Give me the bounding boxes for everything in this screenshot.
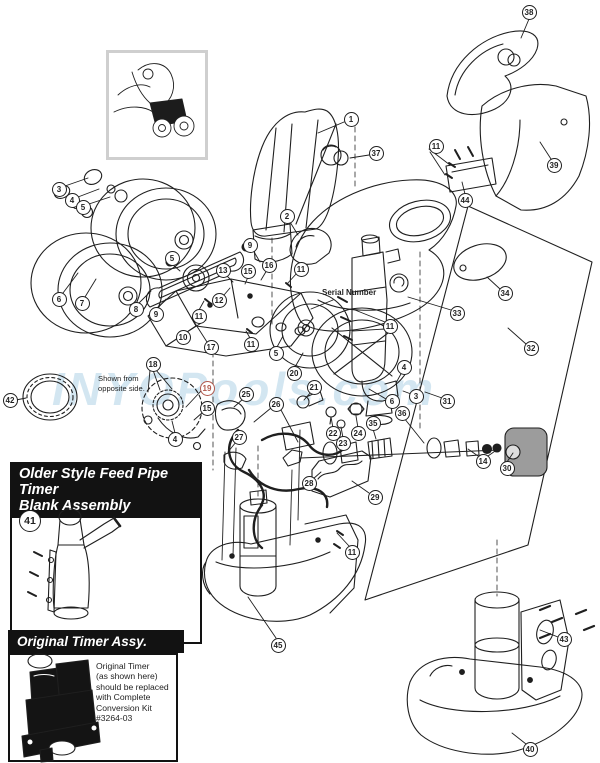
callout-5[interactable]: 5: [75, 199, 91, 215]
callout-3[interactable]: 3: [51, 181, 67, 197]
callout-32[interactable]: 32: [523, 340, 539, 356]
callout-14[interactable]: 14: [475, 453, 491, 469]
callout-35[interactable]: 35: [365, 415, 381, 431]
note-line: Original Timer: [96, 660, 150, 671]
callout-11[interactable]: 11: [382, 318, 398, 334]
shown-from-note: Shown from opposite side.: [98, 374, 145, 395]
callout-24[interactable]: 24: [350, 425, 366, 441]
older-style-title-line1: Older Style Feed Pipe Timer: [19, 466, 169, 498]
shown-from-line1: Shown from: [98, 374, 139, 383]
callout-6[interactable]: 6: [51, 291, 67, 307]
callout-19[interactable]: 19: [199, 380, 215, 396]
callout-30[interactable]: 30: [499, 460, 515, 476]
callout-15[interactable]: 15: [240, 263, 256, 279]
callout-11[interactable]: 11: [293, 261, 309, 277]
original-timer-box-body: Original Timer (as shown here) should be…: [8, 652, 178, 762]
callout-5[interactable]: 5: [164, 250, 180, 266]
callout-18[interactable]: 18: [145, 356, 161, 372]
callout-29[interactable]: 29: [367, 489, 383, 505]
callout-7[interactable]: 7: [74, 295, 90, 311]
callout-13[interactable]: 13: [215, 262, 231, 278]
callout-9[interactable]: 9: [148, 306, 164, 322]
original-timer-box-header: Original Timer Assy.: [8, 630, 184, 653]
callout-1[interactable]: 1: [343, 111, 359, 127]
callout-3[interactable]: 3: [408, 388, 424, 404]
older-style-title-line2: Blank Assembly: [19, 497, 131, 514]
callout-4[interactable]: 4: [396, 359, 412, 375]
callout-4[interactable]: 4: [167, 431, 183, 447]
callout-6[interactable]: 6: [384, 393, 400, 409]
callout-23[interactable]: 23: [335, 435, 351, 451]
note-line: (as shown here): [96, 671, 158, 682]
original-timer-note: Original Timer (as shown here) should be…: [96, 661, 169, 724]
callout-28[interactable]: 28: [301, 475, 317, 491]
callout-41[interactable]: 41: [19, 510, 41, 532]
callout-34[interactable]: 34: [497, 285, 513, 301]
callout-40[interactable]: 40: [522, 741, 538, 757]
shown-from-line2: opposite side.: [98, 384, 145, 394]
callout-39[interactable]: 39: [546, 157, 562, 173]
callout-11[interactable]: 11: [428, 138, 444, 154]
callout-12[interactable]: 12: [211, 292, 227, 308]
callout-11[interactable]: 11: [243, 336, 259, 352]
note-line: with Complete: [96, 692, 151, 703]
callout-2[interactable]: 2: [279, 208, 295, 224]
note-line: Conversion Kit: [96, 702, 152, 713]
callout-45[interactable]: 45: [270, 637, 286, 653]
callout-42[interactable]: 42: [2, 392, 18, 408]
callout-8[interactable]: 8: [128, 301, 144, 317]
callout-15[interactable]: 15: [199, 400, 215, 416]
callout-21[interactable]: 21: [306, 379, 322, 395]
older-style-box-header: Older Style Feed Pipe Timer Blank Assemb…: [12, 464, 200, 518]
callout-10[interactable]: 10: [175, 329, 191, 345]
callout-17[interactable]: 17: [203, 339, 219, 355]
callout-26[interactable]: 26: [268, 396, 284, 412]
callout-9[interactable]: 9: [242, 237, 258, 253]
callout-44[interactable]: 44: [457, 192, 473, 208]
callout-5[interactable]: 5: [268, 345, 284, 361]
callout-33[interactable]: 33: [449, 305, 465, 321]
callout-31[interactable]: 31: [439, 393, 455, 409]
note-line: should be replaced: [96, 681, 169, 692]
callout-11[interactable]: 11: [344, 544, 360, 560]
callout-37[interactable]: 37: [368, 145, 384, 161]
callout-20[interactable]: 20: [286, 365, 302, 381]
callout-38[interactable]: 38: [521, 4, 537, 20]
note-line: #3264-03: [96, 713, 133, 724]
callout-11[interactable]: 11: [191, 308, 207, 324]
callout-36[interactable]: 36: [394, 405, 410, 421]
callout-43[interactable]: 43: [556, 631, 572, 647]
callout-16[interactable]: 16: [261, 257, 277, 273]
callout-25[interactable]: 25: [238, 386, 254, 402]
callout-27[interactable]: 27: [231, 429, 247, 445]
